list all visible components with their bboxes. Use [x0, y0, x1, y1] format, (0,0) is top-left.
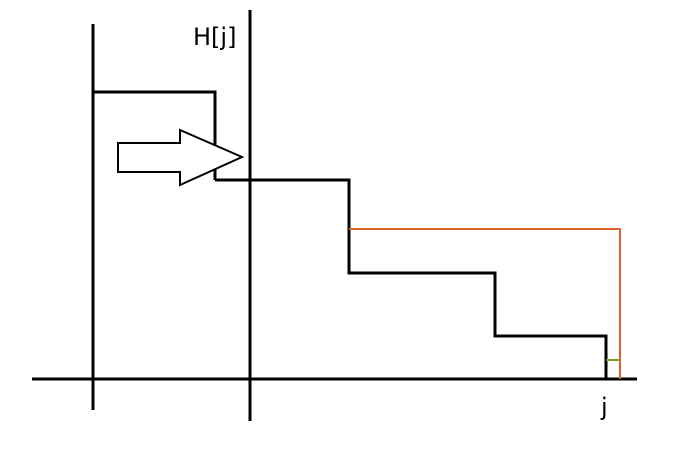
arrow-shape [117, 128, 245, 187]
highlight-rectangle [349, 228, 621, 379]
staircase-outline [215, 178, 608, 379]
j-label: j [600, 393, 608, 421]
h-j-label: H[j] [193, 23, 236, 51]
